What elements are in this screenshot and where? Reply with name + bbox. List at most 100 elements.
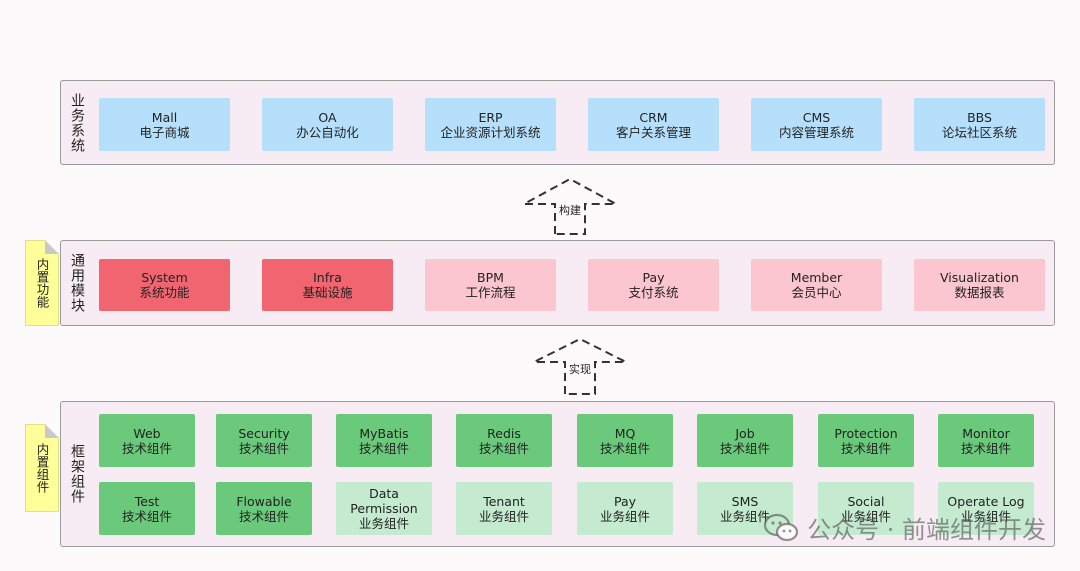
item-zh: 技术组件: [238, 508, 289, 524]
item-zh: 技术组件: [238, 440, 289, 456]
note-fold-corner: [45, 424, 59, 438]
builtin-components-note: 内置组件: [25, 424, 59, 512]
implement-arrow: [533, 337, 627, 395]
item-en: Mall: [151, 109, 178, 125]
item-zh: 业务组件: [960, 508, 1011, 524]
component-web: Web 技术组件: [99, 414, 195, 467]
note-fold-corner: [45, 240, 59, 254]
item-en: Infra: [313, 270, 342, 285]
component-tenant: Tenant 业务组件: [456, 482, 552, 535]
implement-arrow-label: 实现: [569, 363, 591, 376]
item-zh: 电子商城: [139, 124, 190, 140]
item-zh: 技术组件: [599, 440, 650, 456]
item-zh: 支付系统: [628, 285, 679, 300]
item-en: Member: [790, 270, 843, 285]
module-item-system: System 系统功能: [99, 259, 230, 311]
item-zh: 业务组件: [478, 508, 529, 524]
builtin-components-note-text: 内置组件: [34, 443, 50, 493]
builtin-features-note-text: 内置功能: [34, 258, 50, 308]
wechat-icon: [764, 513, 799, 541]
component-operate-log: Operate Log 业务组件: [938, 482, 1034, 535]
component-test: Test 技术组件: [99, 482, 195, 535]
item-en: Tenant: [483, 493, 525, 509]
item-zh: 系统功能: [139, 285, 190, 300]
watermark-text: 公众号 · 前端组件开发: [807, 516, 1046, 544]
item-zh: 企业资源计划系统: [440, 124, 541, 140]
module-item-visualization: Visualization 数据报表: [914, 259, 1045, 311]
business-systems-title: 业务系统: [69, 92, 85, 153]
module-item-infra: Infra 基础设施: [262, 259, 393, 311]
item-zh: 内容管理系统: [778, 124, 854, 140]
item-zh: 技术组件: [960, 440, 1011, 456]
component-flowable: Flowable 技术组件: [216, 482, 312, 535]
item-en: CRM: [639, 109, 668, 125]
item-en: MyBatis: [359, 425, 409, 441]
build-arrow-label: 构建: [559, 204, 581, 217]
item-zh: 技术组件: [121, 440, 172, 456]
item-zh: 数据报表: [954, 285, 1005, 300]
item-en: Pay: [642, 270, 665, 285]
item-zh: 业务组件: [840, 508, 891, 524]
item-zh: 技术组件: [121, 508, 172, 524]
item-zh: 业务组件: [358, 516, 409, 531]
item-en: Pay: [613, 493, 637, 509]
item-zh: 工作流程: [465, 285, 516, 300]
framework-components-panel: 框架组件 Web 技术组件 Security 技术组件 MyBatis 技术组件…: [60, 401, 1055, 547]
item-en: Data: [369, 486, 399, 501]
framework-components-title: 框架组件: [69, 444, 85, 504]
item-en: ERP: [478, 109, 503, 125]
component-redis: Redis 技术组件: [456, 414, 552, 467]
item-zh: 技术组件: [478, 440, 529, 456]
watermark: 公众号 · 前端组件开发: [763, 510, 1046, 545]
item-en: Test: [134, 493, 160, 509]
component-protection: Protection 技术组件: [818, 414, 914, 467]
build-arrow: [523, 177, 617, 235]
item-en: Visualization: [940, 270, 1019, 285]
component-security: Security 技术组件: [216, 414, 312, 467]
business-item-erp: ERP 企业资源计划系统: [425, 98, 556, 151]
business-item-oa: OA 办公自动化: [262, 98, 393, 151]
item-en: OA: [318, 109, 337, 125]
item-zh: 客户关系管理: [615, 124, 691, 140]
common-modules-panel: 通用模块 System 系统功能 Infra 基础设施 BPM 工作流程 Pay…: [60, 240, 1055, 326]
business-item-cms: CMS 内容管理系统: [751, 98, 882, 151]
item-en: Operate Log: [947, 493, 1025, 509]
item-en: Social: [847, 493, 885, 509]
builtin-features-note: 内置功能: [25, 240, 59, 326]
item-zh: 技术组件: [719, 440, 770, 456]
business-item-crm: CRM 客户关系管理: [588, 98, 719, 151]
item-en-line2: Permission: [350, 501, 418, 516]
item-en: SMS: [731, 493, 759, 509]
component-data-permission: Data Permission 业务组件: [336, 482, 432, 535]
component-social: Social 业务组件: [818, 482, 914, 535]
common-modules-title: 通用模块: [69, 253, 85, 313]
item-en: BBS: [967, 109, 992, 125]
item-zh: 技术组件: [358, 440, 409, 456]
item-en: CMS: [802, 109, 831, 125]
module-item-bpm: BPM 工作流程: [425, 259, 556, 311]
module-item-member: Member 会员中心: [751, 259, 882, 311]
component-sms: SMS 业务组件: [697, 482, 793, 535]
item-en: Redis: [487, 425, 521, 441]
component-pay: Pay 业务组件: [577, 482, 673, 535]
item-en: Flowable: [236, 493, 292, 509]
component-job: Job 技术组件: [697, 414, 793, 467]
item-en: Web: [133, 425, 161, 441]
item-en: Protection: [834, 425, 898, 441]
item-en: MQ: [614, 425, 636, 441]
item-zh: 会员中心: [791, 285, 842, 300]
item-en: BPM: [477, 270, 504, 285]
item-zh: 基础设施: [302, 285, 353, 300]
item-en: Security: [238, 425, 290, 441]
item-en: Job: [735, 425, 755, 441]
business-systems-panel: 业务系统 Mall 电子商城 OA 办公自动化 ERP 企业资源计划系统 CRM…: [60, 80, 1055, 165]
item-en: System: [141, 270, 188, 285]
module-item-pay: Pay 支付系统: [588, 259, 719, 311]
item-zh: 业务组件: [599, 508, 650, 524]
component-mybatis: MyBatis 技术组件: [336, 414, 432, 467]
component-monitor: Monitor 技术组件: [938, 414, 1034, 467]
item-zh: 技术组件: [840, 440, 891, 456]
business-item-mall: Mall 电子商城: [99, 98, 230, 151]
component-mq: MQ 技术组件: [577, 414, 673, 467]
